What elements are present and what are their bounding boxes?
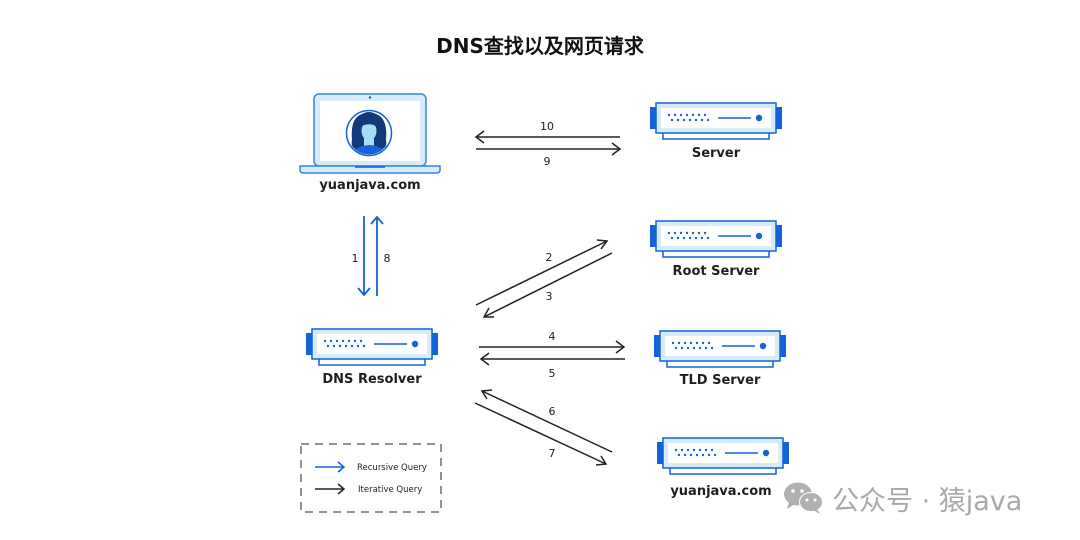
arrow-6 xyxy=(480,389,613,453)
legend-recursive-label: Recursive Query xyxy=(357,463,427,473)
auth-server-icon xyxy=(656,437,790,475)
dns-resolver-label: DNS Resolver xyxy=(322,372,422,387)
server-icon xyxy=(649,102,783,140)
watermark: 公众号 · 猿java xyxy=(782,478,1022,518)
arrow-4 xyxy=(479,340,626,354)
client-label: yuanjava.com xyxy=(319,178,421,193)
step-label-6: 6 xyxy=(549,405,556,418)
step-label-10: 10 xyxy=(540,120,554,133)
tld-server-label: TLD Server xyxy=(679,373,761,388)
step-label-7: 7 xyxy=(549,447,556,460)
step-label-2: 2 xyxy=(546,251,553,264)
wechat-icon xyxy=(784,482,823,514)
arrow-2 xyxy=(475,239,609,306)
server-label: Server xyxy=(691,146,741,161)
root-server-icon xyxy=(649,220,783,258)
root-server-label: Root Server xyxy=(672,264,760,279)
dns-resolver-icon xyxy=(305,328,439,366)
legend-iterative-label: Iterative Query xyxy=(358,485,422,495)
step-label-1: 1 xyxy=(352,252,359,265)
watermark-text: 公众号 · 猿java xyxy=(832,485,1023,517)
step-label-9: 9 xyxy=(544,155,551,168)
diagram-title: DNS查找以及网页请求 xyxy=(436,34,644,58)
step-label-8: 8 xyxy=(384,252,391,265)
step-label-4: 4 xyxy=(549,330,556,343)
legend-recursive-arrow-icon xyxy=(315,461,346,473)
arrow-3 xyxy=(482,252,613,318)
legend: Recursive Query Iterative Query xyxy=(300,443,442,513)
arrow-1 xyxy=(357,216,371,297)
step-label-3: 3 xyxy=(546,290,553,303)
step-label-5: 5 xyxy=(549,367,556,380)
arrow-5 xyxy=(479,352,625,366)
arrow-10 xyxy=(474,130,620,144)
arrow-8 xyxy=(370,215,384,296)
laptop-user-icon xyxy=(299,93,441,174)
arrow-9 xyxy=(476,142,622,156)
tld-server-icon xyxy=(653,330,787,368)
arrow-7 xyxy=(474,402,608,466)
auth-server-label: yuanjava.com xyxy=(670,484,772,499)
legend-iterative-arrow-icon xyxy=(315,483,346,495)
